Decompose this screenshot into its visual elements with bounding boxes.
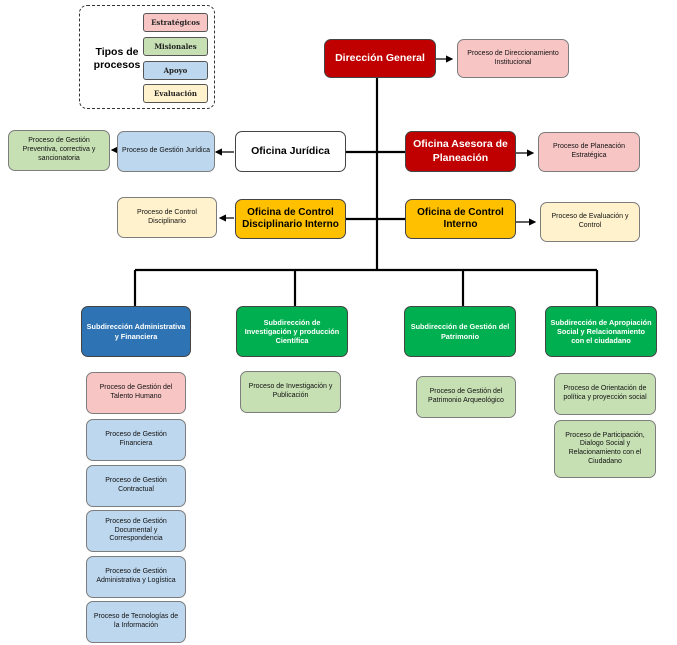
process-gestion-financiera: Proceso de Gestión Financiera bbox=[86, 419, 186, 461]
legend-item-apoyo: Apoyo bbox=[143, 61, 208, 80]
process-gestion-juridica: Proceso de Gestión Jurídica bbox=[117, 131, 215, 172]
unit-oficina-juridica: Oficina Jurídica bbox=[235, 131, 346, 172]
process-patrimonio: Proceso de Gestión del Patrimonio Arqueo… bbox=[416, 376, 516, 418]
unit-subdireccion-apropiacion: Subdirección de Apropiación Social y Rel… bbox=[545, 306, 657, 357]
process-planeacion-estrategica: Proceso de Planeación Estratégica bbox=[538, 132, 640, 172]
legend-title: Tipos de procesos bbox=[93, 46, 141, 71]
legend: Tipos de procesos Estratégicos Misionale… bbox=[79, 5, 215, 109]
process-control-disciplinario: Proceso de Control Disciplinario bbox=[117, 197, 217, 238]
legend-item-evaluacion: Evaluación bbox=[143, 84, 208, 103]
process-talento-humano: Proceso de Gestión del Talento Humano bbox=[86, 372, 186, 414]
process-evaluacion-control: Proceso de Evaluación y Control bbox=[540, 202, 640, 242]
process-participacion: Proceso de Participación, Dialogo Social… bbox=[554, 420, 656, 478]
process-tecnologias: Proceso de Tecnologías de la Información bbox=[86, 601, 186, 643]
unit-oficina-control-disciplinario: Oficina de Control Disciplinario Interno bbox=[235, 199, 346, 239]
unit-subdireccion-administrativa: Subdirección Administrativa y Financiera bbox=[81, 306, 191, 357]
process-gestion-administrativa: Proceso de Gestión Administrativa y Logí… bbox=[86, 556, 186, 598]
process-gestion-documental: Proceso de Gestión Documental y Correspo… bbox=[86, 510, 186, 552]
process-investigacion: Proceso de Investigación y Publicación bbox=[240, 371, 341, 413]
unit-direccion-general: Dirección General bbox=[324, 39, 436, 78]
legend-item-misionales: Misionales bbox=[143, 37, 208, 56]
process-gestion-preventiva: Proceso de Gestión Preventiva, correctiv… bbox=[8, 130, 110, 171]
unit-subdireccion-investigacion: Subdirección de Investigación y producci… bbox=[236, 306, 348, 357]
process-direccionamiento: Proceso de Direccionamiento Instituciona… bbox=[457, 39, 569, 78]
legend-item-estrategicos: Estratégicos bbox=[143, 13, 208, 32]
unit-subdireccion-patrimonio: Subdirección de Gestión del Patrimonio bbox=[404, 306, 516, 357]
unit-oficina-control-interno: Oficina de Control Interno bbox=[405, 199, 516, 239]
unit-oficina-asesora-planeacion: Oficina Asesora de Planeación bbox=[405, 131, 516, 172]
process-orientacion-politica: Proceso de Orientación de política y pro… bbox=[554, 373, 656, 415]
process-gestion-contractual: Proceso de Gestión Contractual bbox=[86, 465, 186, 507]
